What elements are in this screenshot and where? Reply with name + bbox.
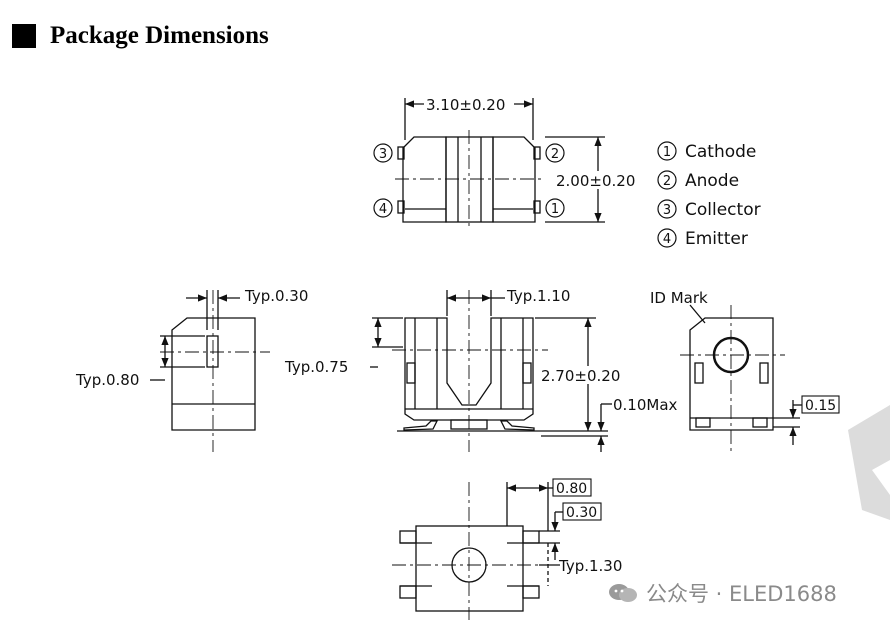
heading-text: Package Dimensions	[50, 22, 269, 49]
mid-height-label: 2.70±0.20	[541, 367, 620, 385]
top-height-label: 2.00±0.20	[556, 172, 635, 190]
top-view	[395, 98, 605, 230]
pin-marker-4: 4	[373, 198, 393, 218]
svg-text:4: 4	[379, 202, 387, 217]
svg-text:2: 2	[551, 147, 559, 162]
chat-logo-icon	[609, 584, 637, 602]
pin-marker-2: 2	[545, 143, 565, 163]
right-015-label: 0.15	[805, 398, 836, 414]
legend-label-collector: Collector	[685, 200, 761, 220]
front-view	[370, 290, 612, 452]
pin-legend: 1 Cathode 2 Anode 3 Collector 4 Emitter	[657, 141, 761, 249]
legend-item-3: 3 Collector	[657, 199, 761, 220]
legend-item-1: 1 Cathode	[657, 141, 756, 162]
watermark-shape	[848, 405, 890, 520]
legend-label-anode: Anode	[685, 171, 739, 191]
svg-text:4: 4	[663, 232, 671, 247]
svg-text:3: 3	[379, 147, 387, 162]
watermark-text: 公众号 · ELED1688	[646, 582, 837, 606]
bot-030-label: 0.30	[566, 505, 597, 521]
bottom-view	[392, 478, 602, 620]
heading-square-bullet	[12, 24, 36, 48]
mid-typ075-label: Typ.0.75	[284, 358, 348, 376]
bot-typ130-label: Typ.1.30	[558, 557, 622, 575]
svg-text:2: 2	[663, 174, 671, 189]
bot-080-label: 0.80	[556, 481, 587, 497]
legend-item-4: 4 Emitter	[657, 228, 748, 249]
left-typ080-label: Typ.0.80	[75, 371, 139, 389]
watermark: 公众号 · ELED1688	[608, 578, 837, 608]
legend-label-emitter: Emitter	[685, 229, 748, 249]
mid-max-label: 0.10Max	[613, 396, 678, 414]
right-idmark-label: ID Mark	[650, 289, 708, 307]
left-typ030-label: Typ.0.30	[244, 287, 308, 305]
top-width-label: 3.10±0.20	[426, 96, 505, 114]
legend-item-2: 2 Anode	[657, 170, 739, 191]
left-side-view	[150, 290, 270, 452]
svg-text:3: 3	[663, 203, 671, 218]
right-side-view	[680, 304, 840, 452]
top-view-labels: 3.10±0.20 2.00±0.20 3 4 2 1	[373, 95, 643, 218]
pin-marker-3: 3	[373, 143, 393, 163]
svg-text:1: 1	[551, 202, 559, 217]
svg-text:1: 1	[663, 145, 671, 160]
section-heading: Package Dimensions	[12, 22, 269, 50]
mid-typ110-label: Typ.1.10	[506, 287, 570, 305]
pin-marker-1: 1	[545, 198, 565, 218]
legend-label-cathode: Cathode	[685, 142, 756, 162]
